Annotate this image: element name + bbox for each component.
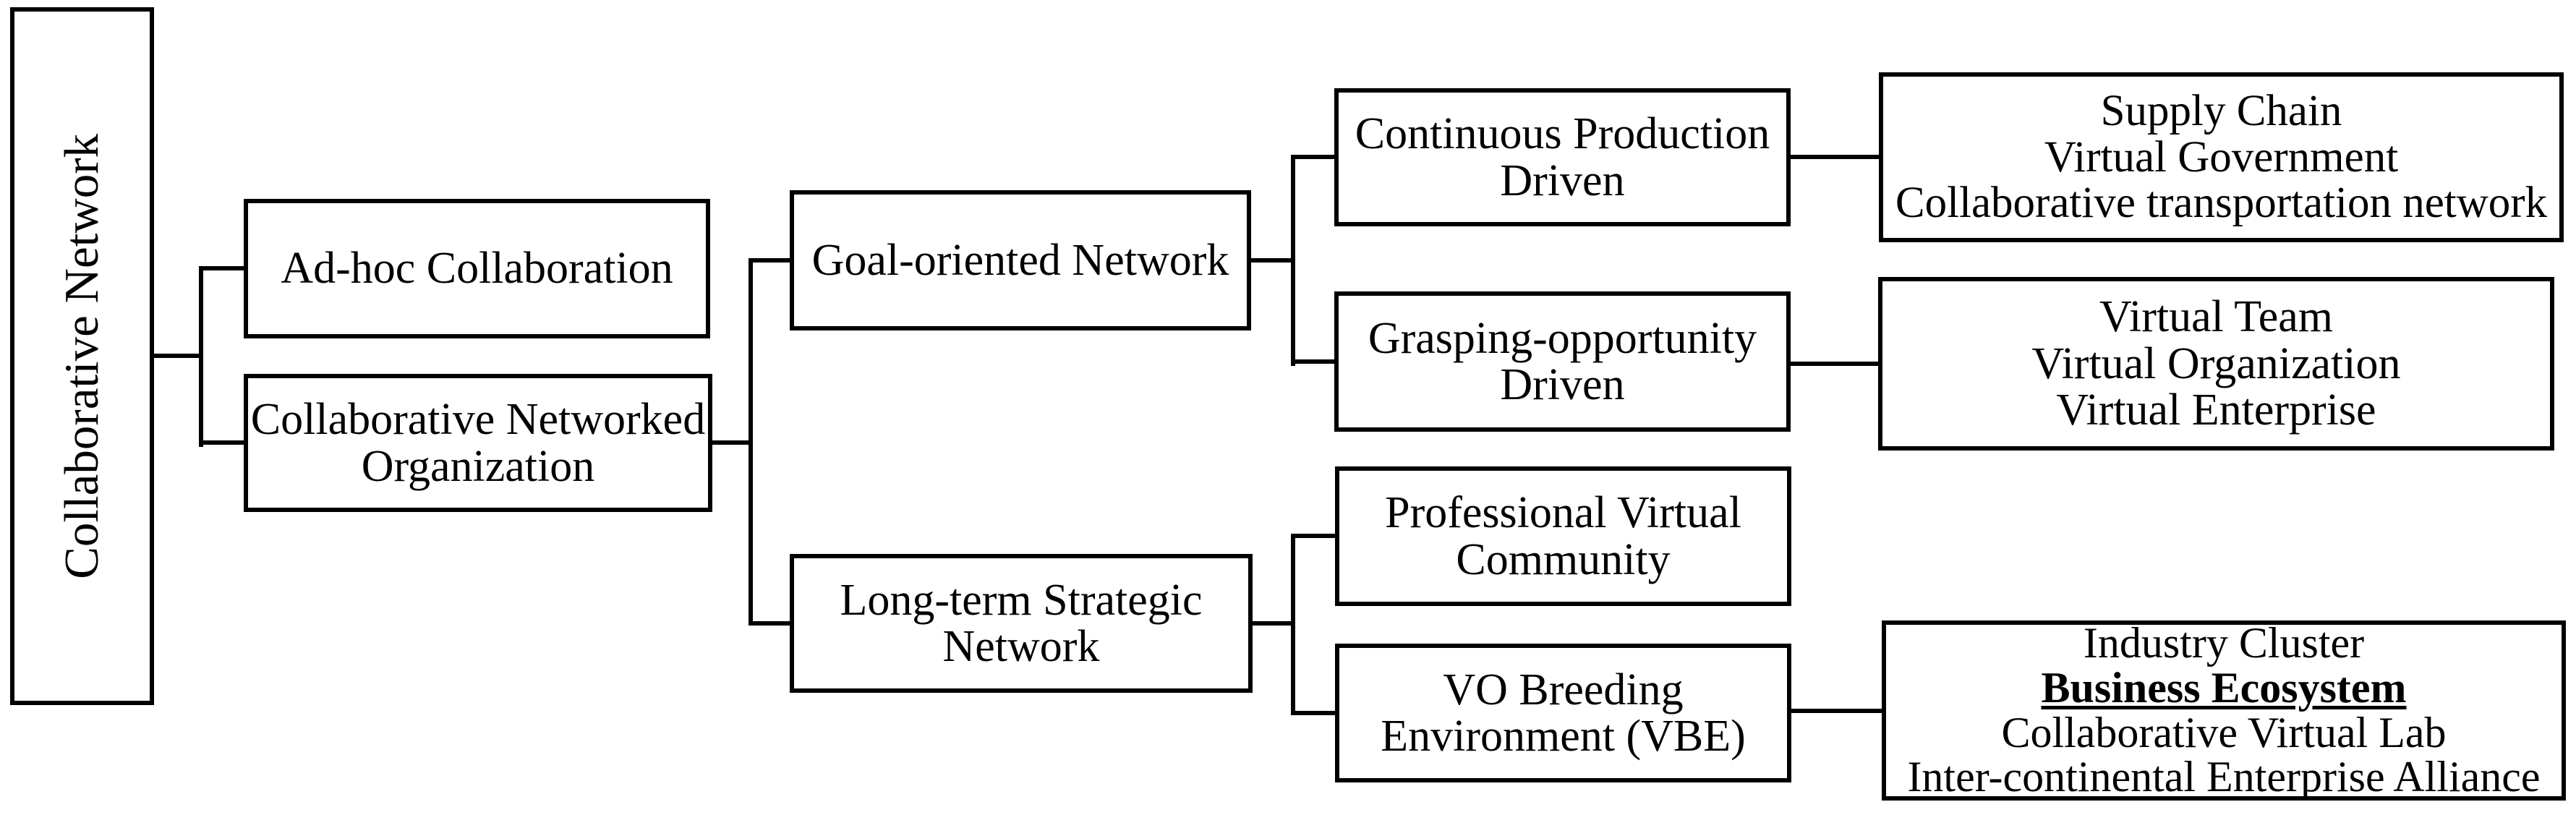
connector-bracket1-to-adhoc bbox=[199, 266, 244, 270]
node-label-line: Driven bbox=[1500, 360, 1625, 409]
connector-cno-stub bbox=[712, 440, 753, 445]
node-label-line: Virtual Enterprise bbox=[2056, 385, 2376, 435]
node-collaborative-networked-organization: Collaborative Networked Organization bbox=[244, 374, 712, 512]
node-label-line: Collaborative transportation network bbox=[1895, 179, 2548, 228]
node-label-line-business-ecosystem: Business Ecosystem bbox=[2041, 663, 2407, 712]
node-label-line: Industry Cluster bbox=[2083, 618, 2365, 667]
node-label-line: Long-term Strategic bbox=[840, 575, 1203, 625]
node-label-line: Collaborative Virtual Lab bbox=[2001, 708, 2447, 756]
node-label-line: Virtual Team bbox=[2099, 292, 2334, 342]
connector-bracket4-vertical bbox=[1291, 534, 1295, 715]
node-ad-hoc-collaboration: Ad-hoc Collaboration bbox=[244, 199, 710, 338]
node-label: Collaborative Network bbox=[54, 133, 108, 579]
connector-goal-stub bbox=[1251, 258, 1295, 263]
node-label-line: Driven bbox=[1500, 155, 1625, 205]
node-label: Goal-oriented Network bbox=[811, 235, 1229, 285]
node-grasping-opportunity-driven: Grasping-opportunity Driven bbox=[1334, 291, 1791, 432]
node-label-line: Environment (VBE) bbox=[1381, 712, 1746, 761]
node-goal-oriented-network: Goal-oriented Network bbox=[790, 190, 1251, 330]
node-label-line: Grasping-opportunity bbox=[1368, 313, 1757, 363]
node-supply-chain-examples: Supply Chain Virtual Government Collabor… bbox=[1879, 72, 2564, 242]
node-long-term-strategic-network: Long-term Strategic Network bbox=[790, 554, 1253, 693]
node-label-line: Collaborative Networked bbox=[250, 395, 706, 445]
connector-bracket3-to-continuous bbox=[1291, 155, 1334, 159]
connector-root-stub bbox=[154, 354, 203, 358]
node-virtual-team-examples: Virtual Team Virtual Organization Virtua… bbox=[1878, 277, 2554, 451]
connector-bracket4-to-vbe bbox=[1291, 711, 1335, 715]
node-label-line: VO Breeding bbox=[1443, 665, 1684, 714]
node-label-line: Community bbox=[1456, 534, 1671, 584]
connector-vbe-to-industry bbox=[1791, 709, 1882, 713]
node-industry-cluster-examples: Industry Cluster Business Ecosystem Coll… bbox=[1882, 620, 2566, 801]
node-label-line: Inter-continental Enterprise Alliance bbox=[1907, 753, 2541, 801]
node-continuous-production-driven: Continuous Production Driven bbox=[1334, 88, 1791, 226]
node-label-line: Continuous Production bbox=[1355, 109, 1770, 159]
connector-bracket3-vertical bbox=[1291, 155, 1295, 366]
node-label-line: Virtual Government bbox=[2044, 132, 2399, 182]
node-label: Ad-hoc Collaboration bbox=[281, 244, 673, 294]
connector-continuous-to-supply bbox=[1791, 155, 1879, 159]
connector-bracket1-vertical bbox=[199, 266, 203, 447]
node-label-line: Network bbox=[942, 622, 1100, 671]
connector-bracket2-to-goal bbox=[749, 258, 790, 263]
node-label-line: Professional Virtual bbox=[1385, 488, 1741, 538]
node-collaborative-network: Collaborative Network bbox=[10, 7, 154, 705]
connector-bracket3-to-grasping bbox=[1291, 359, 1334, 364]
node-vo-breeding-environment: VO Breeding Environment (VBE) bbox=[1335, 644, 1791, 782]
node-label-line: Organization bbox=[361, 441, 595, 491]
connector-grasping-to-virtualteam bbox=[1791, 362, 1878, 366]
connector-longterm-stub bbox=[1253, 621, 1295, 626]
node-label-line: Supply Chain bbox=[2100, 87, 2342, 136]
node-label-line: Virtual Organization bbox=[2031, 338, 2401, 388]
connector-bracket2-vertical bbox=[749, 258, 753, 626]
connector-bracket2-to-longterm bbox=[749, 621, 790, 626]
node-professional-virtual-community: Professional Virtual Community bbox=[1335, 466, 1791, 606]
connector-bracket1-to-cno bbox=[199, 440, 244, 445]
connector-bracket4-to-pvc bbox=[1291, 534, 1335, 538]
